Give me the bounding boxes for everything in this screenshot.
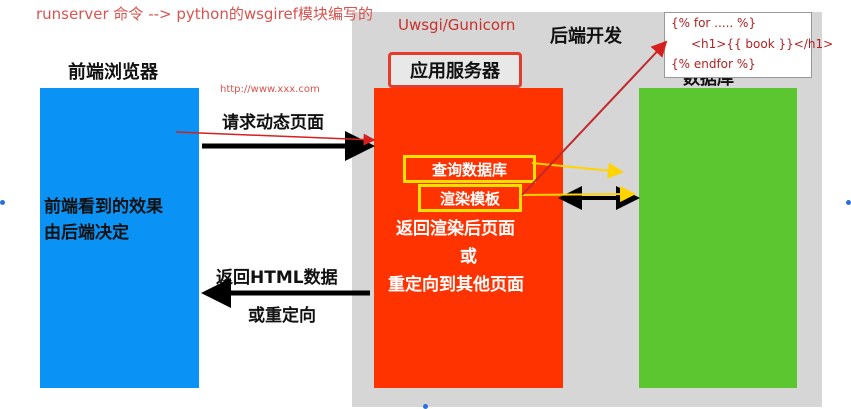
request-url: http://www.xxx.com bbox=[220, 84, 320, 95]
template-code-popup: {% for ..... %} <h1>{{ book }}</h1> {% e… bbox=[664, 12, 833, 78]
app-server-box bbox=[374, 88, 563, 388]
resize-handle-right[interactable] bbox=[846, 200, 851, 205]
top-note: runserver 命令 --> python的wsgiref模块编写的 bbox=[36, 5, 373, 23]
return-rendered-page-text: 返回渲染后页面 bbox=[396, 219, 515, 239]
or-text: 或 bbox=[460, 247, 477, 267]
resize-handle-left[interactable] bbox=[0, 200, 5, 205]
browser-box-text: 前端看到的效果 由后端决定 bbox=[44, 194, 163, 246]
app-server-title: 应用服务器 bbox=[388, 52, 522, 88]
response-label-line2: 或重定向 bbox=[248, 306, 316, 326]
server-software-label: Uwsgi/Gunicorn bbox=[398, 16, 516, 34]
browser-text-line1: 前端看到的效果 bbox=[44, 197, 163, 217]
backend-title: 后端开发 bbox=[550, 26, 622, 47]
template-line-1: {% for ..... %} bbox=[671, 16, 757, 30]
browser-title: 前端浏览器 bbox=[68, 62, 158, 83]
redirect-other-page-text: 重定向到其他页面 bbox=[388, 275, 524, 295]
render-template-step: 渲染模板 bbox=[418, 184, 522, 212]
template-line-2: <h1>{{ book }}</h1> bbox=[691, 37, 834, 51]
query-db-arrow bbox=[531, 162, 624, 179]
render-db-arrow bbox=[519, 186, 636, 203]
browser-box bbox=[40, 88, 199, 388]
request-label: 请求动态页面 bbox=[222, 113, 324, 133]
query-database-step: 查询数据库 bbox=[403, 155, 536, 183]
response-label-line1: 返回HTML数据 bbox=[216, 268, 338, 288]
request-annotation-arrow bbox=[175, 131, 376, 146]
template-line-3: {% endfor %} bbox=[671, 57, 756, 71]
browser-text-line2: 由后端决定 bbox=[44, 223, 129, 243]
resize-handle-bottom[interactable] bbox=[423, 404, 428, 409]
database-box bbox=[639, 88, 797, 388]
template-pointer-arrow bbox=[521, 40, 668, 196]
